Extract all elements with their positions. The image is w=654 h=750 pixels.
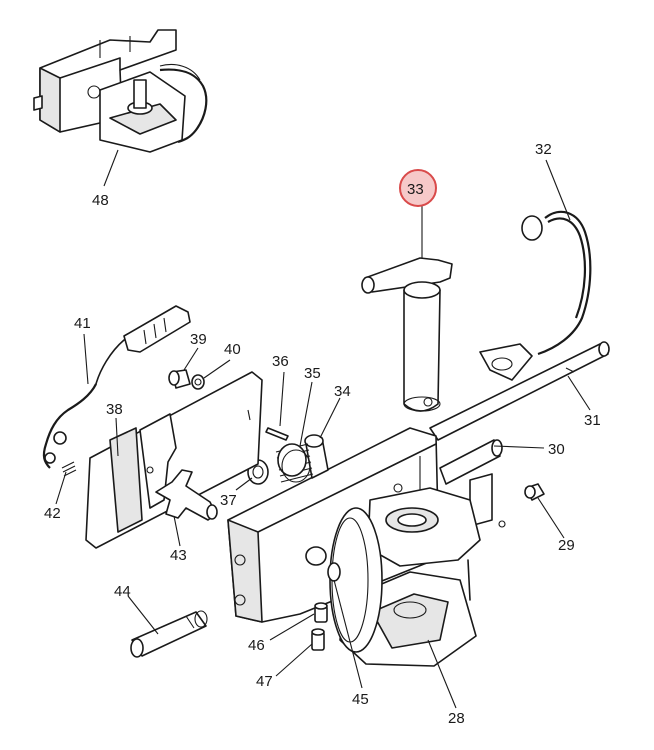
callout-44[interactable]: 44 — [114, 583, 131, 600]
callout-37[interactable]: 37 — [220, 492, 237, 509]
part-40-nut[interactable] — [191, 374, 205, 390]
callout-46[interactable]: 46 — [248, 637, 265, 654]
part-33-pin[interactable] — [361, 257, 453, 412]
callout-45[interactable]: 45 — [352, 691, 369, 708]
part-43-lever[interactable] — [155, 469, 218, 521]
highlight-circle-33 — [399, 169, 437, 207]
part-30-short-rod[interactable] — [439, 439, 503, 485]
callout-28[interactable]: 28 — [448, 710, 465, 727]
part-42-small-spring[interactable] — [61, 461, 77, 477]
callout-48[interactable]: 48 — [92, 192, 109, 209]
callout-31[interactable]: 31 — [584, 412, 601, 429]
part-29-bolt[interactable] — [498, 483, 545, 528]
callout-43[interactable]: 43 — [170, 547, 187, 564]
callout-39[interactable]: 39 — [190, 331, 207, 348]
callout-40[interactable]: 40 — [224, 341, 241, 358]
callout-labels: 48 33 32 31 30 29 28 45 46 47 44 43 42 3… — [44, 141, 601, 727]
callout-35[interactable]: 35 — [304, 365, 321, 382]
part-38-plate[interactable] — [85, 371, 263, 549]
callout-38[interactable]: 38 — [106, 401, 123, 418]
callout-47[interactable]: 47 — [256, 673, 273, 690]
part-46-sleeve[interactable] — [314, 602, 328, 623]
callout-36[interactable]: 36 — [272, 353, 289, 370]
part-36-small-pin[interactable] — [265, 427, 289, 441]
callout-32[interactable]: 32 — [535, 141, 552, 158]
part-44-pin[interactable] — [130, 610, 208, 658]
part-41-handle[interactable] — [42, 305, 191, 469]
part-35-spring[interactable] — [275, 443, 314, 483]
leader-lines — [55, 149, 591, 709]
part-39-bolt[interactable] — [168, 369, 191, 389]
part-32-chain[interactable] — [479, 210, 592, 381]
part-48-hitch-assembly[interactable] — [33, 29, 208, 153]
main-frame — [227, 427, 493, 623]
callout-42[interactable]: 42 — [44, 505, 61, 522]
callout-34[interactable]: 34 — [334, 383, 351, 400]
callout-41[interactable]: 41 — [74, 315, 91, 332]
callout-29[interactable]: 29 — [558, 537, 575, 554]
callout-30[interactable]: 30 — [548, 441, 565, 458]
callout-33[interactable]: 33 — [407, 181, 424, 198]
part-47-sleeve[interactable] — [311, 628, 325, 651]
